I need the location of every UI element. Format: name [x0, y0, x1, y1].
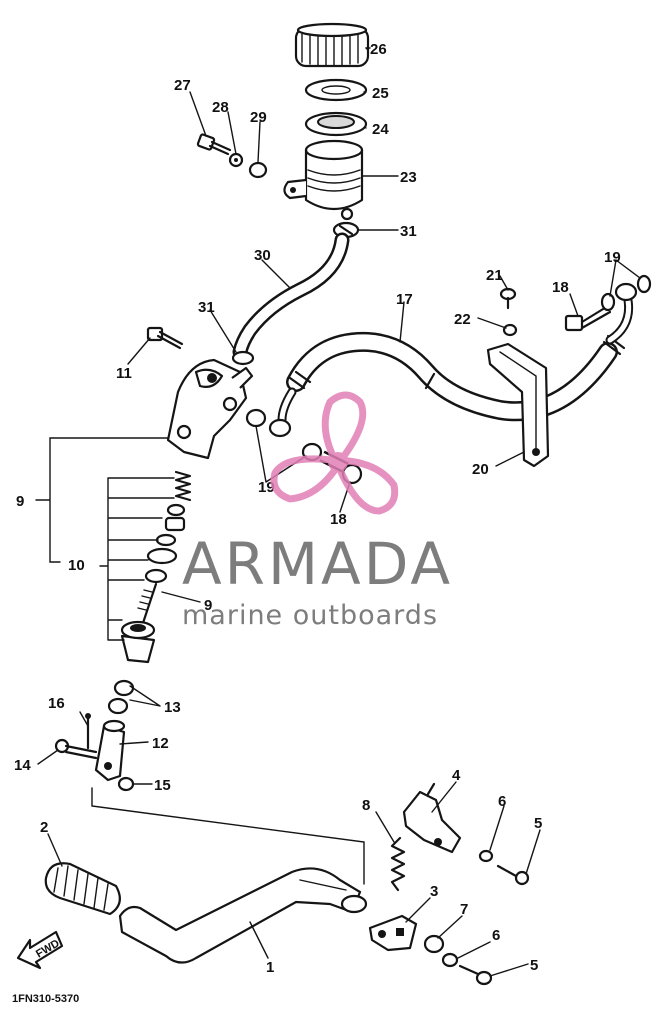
label-13: 13 [164, 699, 181, 716]
label-14: 14 [14, 757, 31, 774]
fwd-label: FWD [34, 937, 62, 960]
nut-6-upper [478, 849, 494, 863]
label-27: 27 [174, 77, 191, 94]
nut-22 [502, 323, 518, 337]
hose-end-fitting-left [268, 387, 297, 438]
reservoir-cap-26 [294, 22, 370, 68]
cotter-pin-16 [85, 713, 91, 750]
fwd-arrow-icon: FWD [16, 930, 64, 970]
label-5-lower: 5 [530, 957, 538, 974]
cup-seals-10 [144, 503, 186, 584]
push-rod-9 [137, 582, 158, 628]
union-bolt-18-right [564, 304, 612, 332]
spring-8 [390, 836, 406, 892]
label-19-right: 19 [604, 249, 621, 266]
nut-29 [248, 161, 268, 179]
plate-24 [304, 111, 368, 137]
label-18-right: 18 [552, 279, 569, 296]
washer-7 [423, 934, 445, 954]
bolt-27 [196, 133, 232, 156]
label-31-lower: 31 [198, 299, 215, 316]
label-9: 9 [16, 493, 24, 510]
brand-name: ARMADA [182, 530, 453, 598]
label-6-lower: 6 [492, 927, 500, 944]
part-number-labels: 26 25 24 23 27 28 29 31 30 21 19 18 22 1… [14, 41, 621, 976]
brake-pedal-1 [118, 867, 368, 964]
label-8: 8 [362, 797, 370, 814]
diaphragm-25 [304, 78, 368, 102]
copper-washer-19-right [600, 274, 652, 312]
label-26: 26 [370, 41, 387, 58]
label-5-upper: 5 [534, 815, 542, 832]
label-10: 10 [68, 557, 85, 574]
label-21: 21 [486, 267, 503, 284]
label-11: 11 [116, 365, 132, 382]
label-6-upper: 6 [498, 793, 506, 810]
brake-hose-17 [286, 331, 626, 422]
bolt-11 [146, 326, 184, 350]
label-23: 23 [400, 169, 417, 186]
master-cylinder-body-9 [166, 358, 254, 460]
label-17: 17 [396, 291, 413, 308]
spring-10 [174, 470, 192, 502]
label-1: 1 [266, 959, 274, 976]
screw-21 [499, 287, 517, 310]
nut-6-lower [441, 952, 459, 968]
label-7: 7 [460, 901, 468, 918]
label-22: 22 [454, 311, 471, 328]
nut-15 [117, 776, 135, 792]
clevis-boot [120, 620, 156, 664]
label-15: 15 [154, 777, 171, 794]
label-4: 4 [452, 767, 461, 784]
bracket-20 [486, 342, 550, 468]
bolt-5-upper [496, 864, 530, 886]
label-18-lower: 18 [330, 511, 347, 528]
hose-end-fitting-right [605, 282, 638, 345]
clevis-12 [94, 719, 126, 782]
leader-lines [35, 47, 641, 977]
label-25: 25 [372, 85, 389, 102]
label-3: 3 [430, 883, 438, 900]
reservoir-hose-30 [232, 232, 350, 360]
washer-28 [228, 152, 244, 168]
label-12: 12 [152, 735, 169, 752]
label-24: 24 [372, 121, 389, 138]
label-19-lower: 19 [258, 479, 275, 496]
label-28: 28 [212, 99, 229, 116]
plate-3 [368, 914, 418, 952]
label-31-top: 31 [400, 223, 417, 240]
pin-14 [54, 738, 98, 760]
label-20: 20 [472, 461, 489, 478]
brand-tagline: marine outboards [182, 600, 438, 631]
clip-31-lower [231, 350, 255, 366]
label-29: 29 [250, 109, 267, 126]
label-30: 30 [254, 247, 271, 264]
bolt-5-lower [458, 964, 493, 986]
label-2: 2 [40, 819, 48, 836]
footrest-rubber-2 [44, 862, 121, 916]
propeller-logo [268, 391, 403, 517]
reservoir-tank-23 [283, 139, 364, 221]
bracket-4 [402, 782, 462, 854]
label-16: 16 [48, 695, 65, 712]
label-9-rod: 9 [204, 597, 212, 614]
diagram-code: 1FN310-5370 [12, 993, 79, 1005]
